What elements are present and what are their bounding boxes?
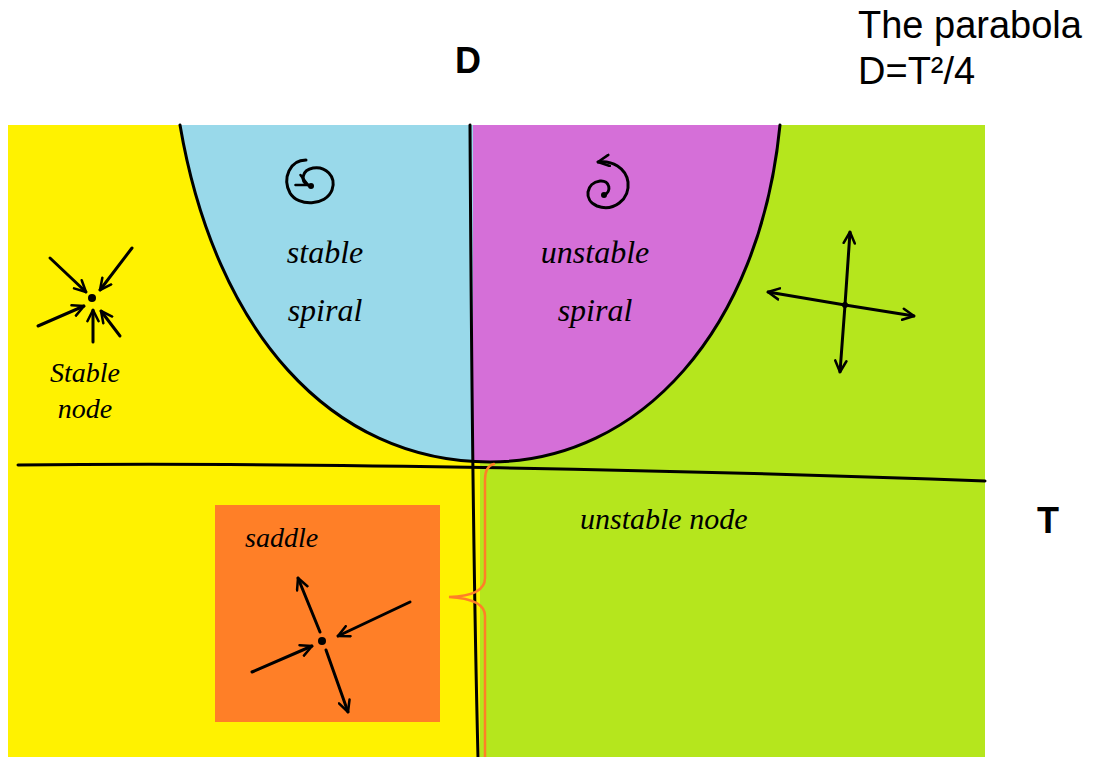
saddle-symbol (252, 578, 410, 712)
parabola-curve (180, 125, 780, 462)
label-holder: stable spiral (255, 223, 395, 339)
t-axis (18, 464, 985, 481)
title-holder: The parabola D=T²/4 (858, 2, 1108, 94)
axis-label: T (1037, 500, 1059, 542)
label-holder: unstable spiral (520, 223, 670, 339)
stable-node-symbol (38, 248, 132, 342)
d-axis (470, 125, 478, 757)
label-holder: T (1037, 500, 1059, 542)
stable-spiral-symbol (287, 160, 333, 203)
label-holder: D (455, 40, 481, 82)
saddle-bracket (449, 464, 494, 757)
region-label: unstable spiral (520, 223, 670, 339)
label-holder: unstable node (580, 500, 747, 538)
saddle-box: saddle (215, 505, 440, 722)
region-label: unstable node (580, 500, 747, 538)
diagram-title: The parabola D=T²/4 (858, 2, 1108, 94)
unstable-spiral-region (473, 125, 780, 462)
equilibrium-dot (601, 192, 607, 198)
axis-label: D (455, 40, 481, 82)
equilibrium-dot (318, 637, 326, 645)
stable-spiral-region (180, 125, 780, 462)
region-label: Stable node (30, 355, 140, 427)
equilibrium-dot (88, 294, 96, 302)
unstable-spiral-symbol (588, 162, 628, 208)
equilibrium-dot (308, 183, 314, 189)
unstable-node-symbol (768, 232, 914, 372)
node-label: saddle (245, 521, 428, 555)
label-holder: Stable node (30, 355, 140, 427)
region-label: stable spiral (255, 223, 395, 339)
equilibrium-dot (842, 302, 848, 308)
